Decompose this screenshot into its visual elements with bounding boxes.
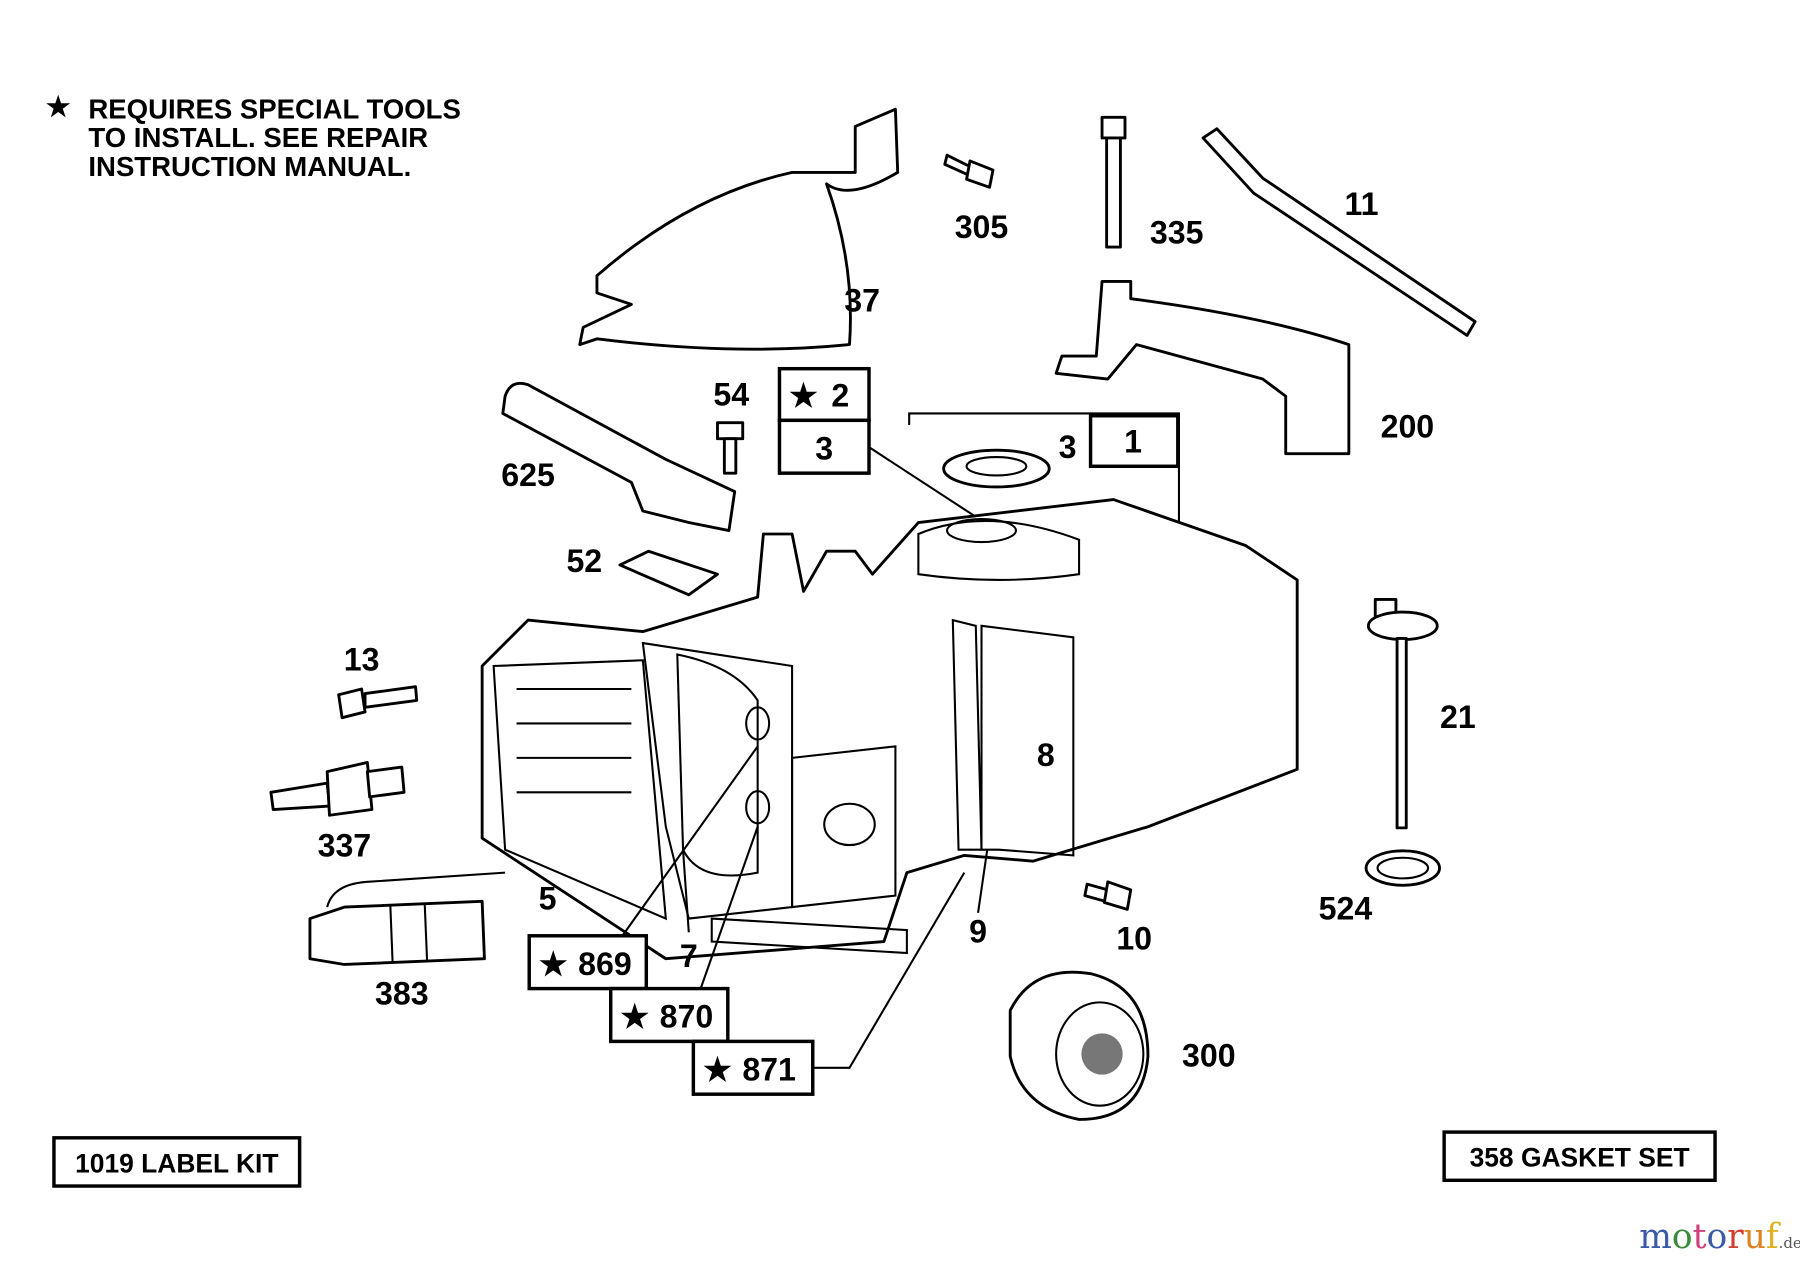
callout-300: 300 [1182,1038,1236,1074]
callout-10: 10 [1116,921,1152,957]
part-335-bolt [1100,115,1127,249]
part-37-shroud [578,107,900,351]
watermark-letter: o [1672,1217,1693,1257]
watermark-letter: o [1707,1217,1728,1257]
callout-box-869: ★ 869 [527,934,649,991]
callout-200: 200 [1381,409,1435,445]
callout-5: 5 [539,880,557,916]
callout-37: 37 [844,282,880,318]
callout-box-2: ★ 2 [777,366,871,423]
part-21-dipstick [1366,597,1439,830]
callout-625: 625 [501,457,555,493]
callout-305: 305 [955,209,1009,245]
callout-383: 383 [375,976,429,1012]
svg-text:3: 3 [815,430,833,466]
svg-text:358 GASKET SET: 358 GASKET SET [1470,1143,1690,1173]
part-337-spark-plug [269,761,406,817]
watermark-letter: r [1727,1217,1744,1257]
svg-text:869: 869 [578,946,632,982]
callout-box-1: 1 [1088,414,1180,468]
watermark-letter: t [1693,1217,1707,1257]
callout-13: 13 [344,642,380,678]
callout-337: 337 [318,828,372,864]
star-icon: ★ [703,1051,732,1087]
watermark-letter: m [1639,1217,1672,1257]
callout-8: 8 [1037,737,1055,773]
watermark-letter: f [1766,1217,1781,1257]
part-13-bolt [337,685,419,720]
callout-3: 3 [1059,429,1077,465]
callout-9: 9 [969,914,987,950]
callout-11: 11 [1344,186,1378,222]
part-200-bracket [1054,280,1351,456]
part-1-seal [942,448,1051,489]
label-kit-box: 1019 LABEL KIT [52,1136,302,1188]
part-524-washer [1364,849,1441,887]
star-icon: ★ [789,378,818,414]
part-52-gasket [618,549,719,597]
star-icon: ★ [46,91,71,122]
star-icon: ★ [620,999,649,1035]
svg-text:1: 1 [1124,423,1142,459]
part-305-bolt [943,153,995,189]
watermark-logo: motoruf.de [1639,1217,1800,1257]
svg-text:871: 871 [742,1051,796,1087]
svg-text:2: 2 [831,378,849,414]
part-383-tool [308,871,506,966]
gasket-set-box: 358 GASKET SET [1442,1130,1717,1183]
watermark-letter: u [1744,1217,1766,1257]
callout-524: 524 [1319,891,1373,927]
callout-box-3: 3 [777,418,871,475]
star-icon: ★ [539,946,568,982]
note-line-1: REQUIRES SPECIAL TOOLS [88,93,460,124]
callout-box-870: ★ 870 [608,986,730,1044]
part-10-bolt [1083,880,1133,911]
part-11-tube [1201,127,1477,337]
special-tools-note: ★ REQUIRES SPECIAL TOOLS TO INSTALL. SEE… [46,91,461,182]
callout-52: 52 [566,543,602,579]
callout-7: 7 [680,938,698,974]
note-line-3: INSTRUCTION MANUAL. [88,151,411,182]
callout-54: 54 [713,376,749,412]
callout-box-871: ★ 871 [691,1039,815,1096]
engine-block [480,498,1299,961]
part-54-bolt [716,421,745,475]
svg-text:1019 LABEL KIT: 1019 LABEL KIT [75,1148,278,1178]
part-625-tube [501,381,737,532]
note-line-2: TO INSTALL. SEE REPAIR [88,122,428,153]
svg-text:870: 870 [660,999,714,1035]
part-300-muffler [1008,970,1150,1121]
callout-21: 21 [1440,699,1476,735]
callout-335: 335 [1150,215,1204,251]
